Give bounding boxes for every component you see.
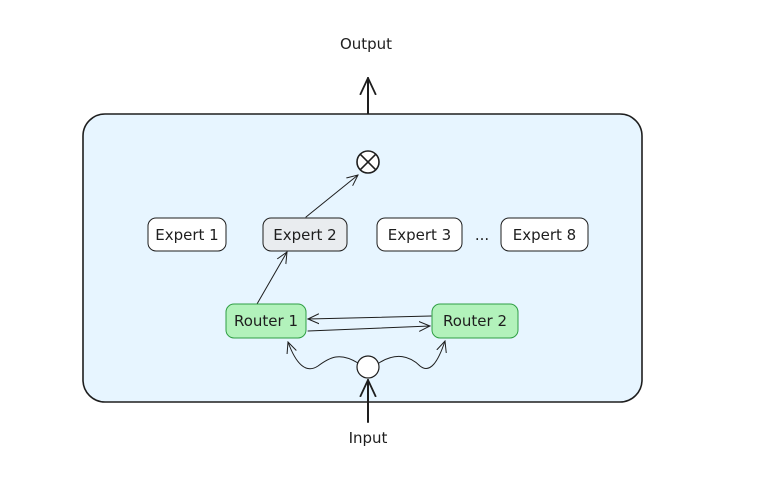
expert-label-3: Expert 3 bbox=[388, 226, 451, 244]
expert-box-8: Expert 8 bbox=[500, 217, 589, 252]
input-split-node bbox=[356, 355, 380, 379]
experts-ellipsis: ... bbox=[475, 226, 489, 244]
router-box-2: Router 2 bbox=[431, 303, 519, 339]
router-box-1: Router 1 bbox=[225, 303, 307, 339]
router1-to-router2-arrow bbox=[307, 326, 430, 331]
expert-label-1: Expert 1 bbox=[155, 226, 218, 244]
expert-label-2: Expert 2 bbox=[273, 226, 336, 244]
combine-node bbox=[356, 150, 380, 174]
router2-to-router1-arrow bbox=[308, 316, 432, 319]
router-label-1: Router 1 bbox=[234, 312, 298, 330]
router1-to-expert2-arrow bbox=[256, 252, 287, 305]
split-to-router1-arrow bbox=[288, 342, 359, 370]
split-to-router2-arrow bbox=[378, 341, 445, 369]
expert-label-8: Expert 8 bbox=[513, 226, 576, 244]
expert-box-1: Expert 1 bbox=[147, 217, 227, 252]
expert-box-2: Expert 2 bbox=[262, 217, 348, 252]
router-label-2: Router 2 bbox=[443, 312, 507, 330]
output-label: Output bbox=[340, 35, 392, 53]
expert2-to-combine-arrow bbox=[305, 175, 358, 218]
expert-box-3: Expert 3 bbox=[376, 217, 463, 252]
input-label: Input bbox=[349, 429, 388, 447]
